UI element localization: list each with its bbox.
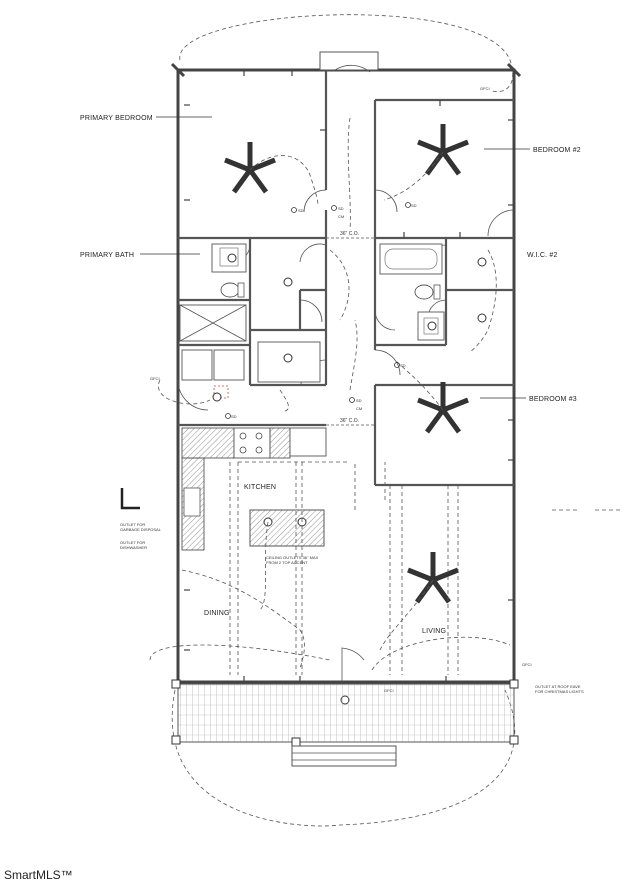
co-monitor-label: CM: [338, 214, 344, 219]
note-roof-eave: FOR CHRISTMAS LIGHTS: [535, 689, 584, 694]
room-label-dining: DINING: [204, 610, 230, 617]
note-garbage-disposal: GARBAGE DISPOSAL: [120, 527, 162, 532]
room-label-primary-bath: PRIMARY BATH: [80, 252, 134, 259]
smoke-detector-label: SD: [400, 363, 406, 368]
gfci-label: GFCI: [150, 376, 160, 381]
note-ceiling-outlets: CEILING OUTLETS 36" MAX: [266, 555, 319, 560]
room-label-wic-2: W.I.C. #2: [527, 252, 558, 259]
note-roof-eave: OUTLET AT ROOF EAVE: [535, 684, 581, 689]
gfci-label: GFCI: [384, 688, 394, 693]
room-label-primary-bedroom: PRIMARY BEDROOM: [80, 115, 153, 122]
smoke-detector-icon: [225, 202, 411, 419]
ceiling-fan-icon: [224, 142, 276, 194]
room-label-living: LIVING: [422, 628, 446, 635]
mls-watermark: SmartMLS™: [4, 868, 73, 882]
cased-opening-note: 36" C.O.: [340, 231, 359, 237]
room-label-kitchen: KITCHEN: [244, 484, 276, 491]
rear-stoop: [319, 51, 379, 71]
interior-walls: [178, 70, 514, 487]
light-fixture-icon: [212, 253, 487, 705]
rear-door-swing: [334, 64, 371, 73]
note-dishwasher: OUTLET FOR: [120, 540, 145, 545]
roofline-arc-top: [179, 14, 513, 93]
room-label-bedroom-3: BEDROOM #3: [529, 396, 577, 403]
ceiling-fan-icon: [417, 124, 469, 176]
bath-fixtures: [179, 243, 445, 342]
outlet-ticks: [184, 70, 514, 682]
cased-opening-note: 36" C.O.: [340, 418, 359, 424]
note-ceiling-outlets: FROM 2 TOP ACCENT: [266, 560, 308, 565]
smoke-detector-label: SD: [231, 414, 237, 419]
ceiling-fan-icon: [407, 552, 459, 604]
kitchen-cabinets: [181, 427, 327, 551]
gfci-label: GFCI: [480, 86, 490, 91]
note-dishwasher: DISHWASHER: [120, 545, 147, 550]
roofline-arc-bottom: [172, 689, 516, 827]
smoke-detector-label: SD: [298, 208, 304, 213]
ceiling-fan-icon: [417, 382, 469, 434]
front-porch: [171, 679, 519, 767]
room-label-bedroom-2: BEDROOM #2: [533, 147, 581, 154]
note-garbage-disposal: OUTLET FOR: [120, 522, 145, 527]
co-monitor-label: CM: [356, 406, 362, 411]
cased-openings: [326, 237, 375, 426]
smoke-detector-label: SD: [411, 203, 417, 208]
switch-wiring: [149, 117, 511, 675]
smoke-detector-label: SD: [356, 398, 362, 403]
gfci-label: GFCI: [522, 662, 532, 667]
section-marker: [120, 488, 140, 510]
smoke-detector-label: SD: [338, 206, 344, 211]
